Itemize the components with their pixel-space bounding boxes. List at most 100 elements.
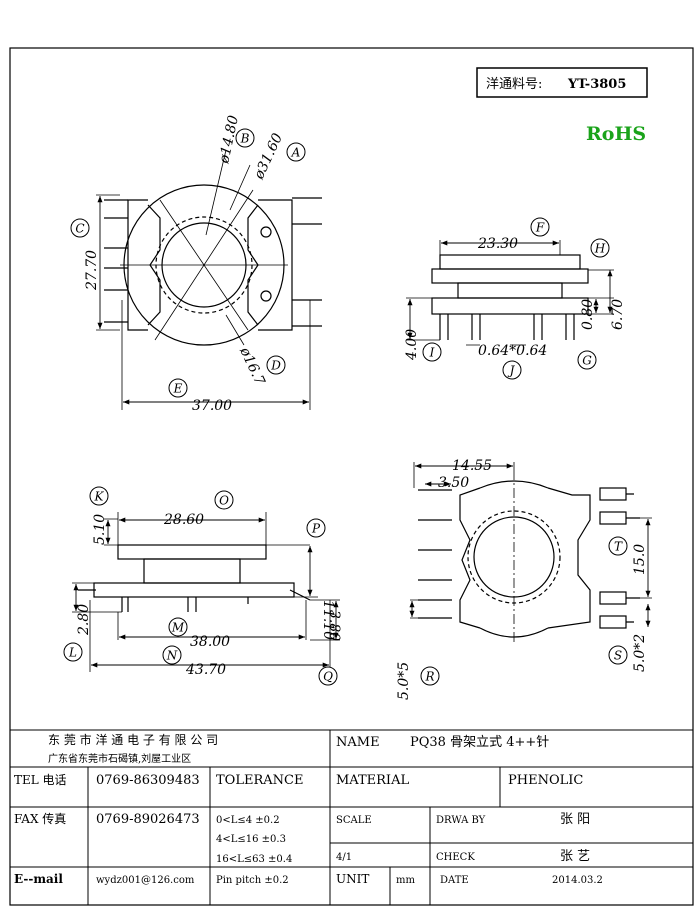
svg-text:J: J	[507, 364, 516, 378]
drawn-by-label: DRWA BY	[436, 815, 486, 826]
svg-text:H: H	[594, 242, 606, 256]
bottom-right-pin-2	[599, 511, 627, 525]
bottom-left-pins	[418, 489, 452, 619]
callout-c: C	[70, 218, 90, 238]
callout-r: R	[420, 666, 440, 686]
title-block	[10, 729, 693, 905]
ext-37-00	[121, 300, 311, 410]
dim-23-30-text: 23.30	[477, 236, 518, 252]
tel-label: TEL 电话	[14, 773, 67, 787]
tolerance-1: 0<L≤4 ±0.2	[216, 815, 280, 826]
bobbin-body	[457, 282, 563, 299]
svg-text:D: D	[270, 359, 281, 373]
svg-text:G: G	[582, 354, 592, 368]
callout-e: E	[168, 378, 188, 398]
part-number-label: 洋通料号:	[486, 77, 542, 92]
scale-value: 4/1	[336, 852, 352, 863]
dim-2-80-text: 2.80	[76, 604, 92, 636]
svg-text:S: S	[614, 649, 622, 663]
rohs-mark: RoHS	[586, 123, 646, 145]
dim-0-80-text: 0.80	[580, 299, 596, 330]
callout-k: K	[89, 486, 109, 506]
ext-11-10	[266, 544, 318, 598]
middle-flange	[431, 268, 589, 284]
dim-5-0x2-text: 5.0*2	[632, 634, 648, 672]
ext-3-80	[310, 599, 340, 641]
bottom-left-profile	[459, 487, 481, 629]
date-value: 2014.03.2	[552, 875, 603, 886]
check-label: CHECK	[436, 852, 475, 863]
bottom-right-pin-4	[599, 615, 627, 629]
dim-d-text: ø16.7	[236, 344, 268, 388]
ext-15-0	[626, 517, 652, 599]
svg-text:A: A	[291, 146, 301, 160]
svg-text:K: K	[94, 490, 105, 504]
top-flange	[439, 254, 581, 270]
svg-text:E: E	[173, 382, 183, 396]
unit-value: mm	[396, 875, 415, 886]
dim-3-80-text: 3.80	[326, 610, 342, 641]
dim-15-0-text: 15.0	[632, 544, 648, 575]
front-base	[93, 582, 295, 598]
ext-23-30	[439, 240, 561, 255]
callout-i: I	[422, 342, 442, 362]
company-address: 广东省东莞市石碣镇,刘屋工业区	[48, 752, 191, 765]
svg-text:Q: Q	[323, 670, 333, 684]
right-hole-bottom	[260, 290, 272, 302]
dim-27-70-text: 27.70	[84, 250, 100, 291]
ext-27-70	[96, 194, 120, 331]
ext-bottom	[89, 600, 331, 672]
email-value: wydz001@126.com	[96, 875, 195, 886]
svg-text:M: M	[171, 621, 185, 635]
part-number: YT-3805	[567, 77, 626, 92]
scale-label: SCALE	[336, 815, 372, 826]
dim-11-10-text: 11.10	[320, 600, 336, 640]
callout-m: M	[168, 617, 188, 637]
dim-4-00-text: 4.00	[404, 329, 420, 361]
svg-text:T: T	[614, 540, 623, 554]
callout-q: Q	[318, 666, 338, 686]
svg-text:I: I	[429, 346, 435, 360]
callout-s: S	[608, 645, 628, 665]
material-value: PHENOLIC	[508, 773, 583, 788]
svg-text:L: L	[68, 646, 77, 660]
name-value: PQ38 骨架立式 4++针	[410, 735, 549, 750]
front-body	[143, 558, 241, 584]
front-top-flange	[117, 544, 267, 560]
bottom-right-profile	[547, 487, 591, 629]
tolerance-4: Pin pitch ±0.2	[216, 875, 289, 886]
callout-f: F	[530, 217, 550, 237]
callout-g: G	[577, 350, 597, 370]
bottom-right-pin-1	[599, 487, 627, 501]
dim-5-0x5-text: 5.0*5	[396, 662, 412, 700]
svg-text:B: B	[240, 132, 250, 146]
bottom-flange-top-arc	[479, 480, 549, 489]
diameter-leaders	[205, 149, 251, 346]
fax-label: FAX 传真	[14, 811, 66, 826]
name-label: NAME	[336, 735, 380, 750]
dim-38-00-text: 38.00	[190, 634, 230, 650]
svg-text:R: R	[424, 670, 434, 684]
check-value: 张 艺	[560, 849, 590, 864]
ext-5-0x5	[410, 599, 418, 619]
tel-value: 0769-86309483	[96, 773, 200, 788]
dim-3-50-text: 3.50	[438, 475, 469, 491]
title-block-text: 东 莞 市 洋 通 电 子 有 限 公 司 广东省东莞市石碣镇,刘屋工业区 NA…	[14, 732, 603, 886]
tolerance-3: 16<L≤63 ±0.4	[216, 854, 292, 865]
part-number-box	[476, 67, 648, 98]
front-pins	[121, 597, 249, 612]
right-pins	[292, 197, 322, 327]
dim-43-70-text: 43.70	[185, 662, 226, 678]
dim-28-60-text: 28.60	[163, 512, 204, 528]
tolerance-label: TOLERANCE	[216, 773, 303, 788]
ext-14-55	[413, 462, 515, 488]
sheet-border	[9, 47, 694, 906]
callout-d: D	[266, 355, 286, 375]
left-pins	[104, 199, 128, 323]
callout-a: A	[286, 142, 306, 162]
svg-text:P: P	[311, 522, 321, 536]
svg-text:N: N	[166, 649, 178, 663]
dim-6-70-text: 6.70	[610, 299, 626, 330]
callout-p: P	[306, 518, 326, 538]
ext-28-60	[117, 512, 267, 545]
